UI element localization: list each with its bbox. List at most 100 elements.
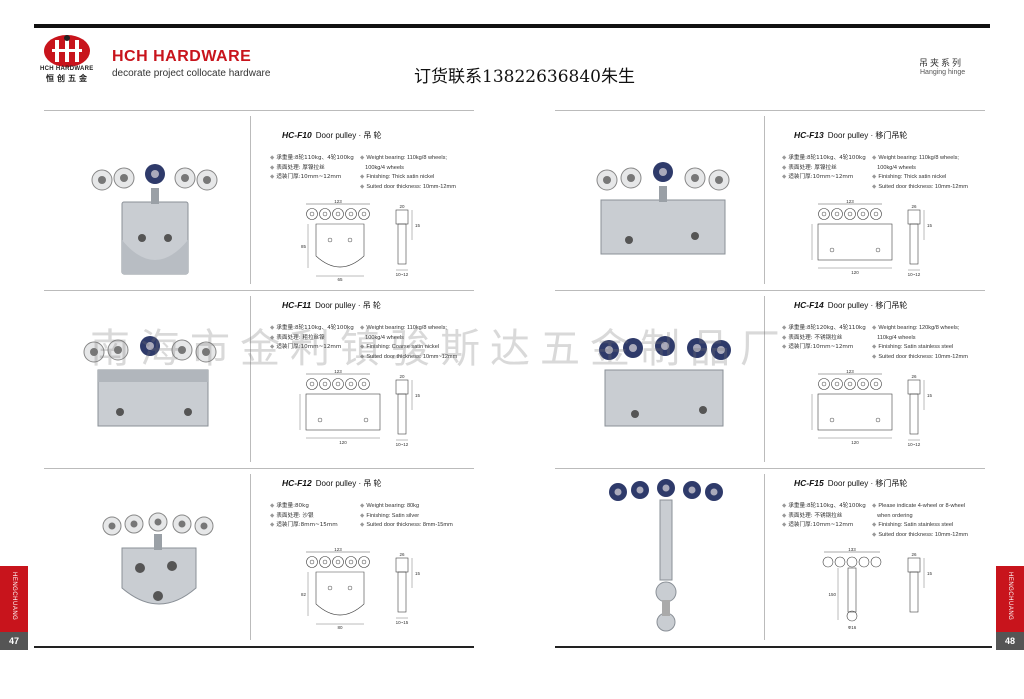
left-side-tab: HENGCHUANG xyxy=(0,566,28,632)
spec-line-cn: ◆表面处理: 厚镍拉丝 xyxy=(782,164,866,174)
dimension-label: 15 xyxy=(415,393,421,398)
spec-list-en: ◆Weight bearing: 120kg/8 wheels; 110kg/4… xyxy=(872,324,968,362)
spec-list-cn: ◆承重量:8轮110kg、4轮100kg◆表面处理: 不锈钢拉丝◆适装门厚:10… xyxy=(782,502,866,531)
spec-line-cn: ◆承重量:80kg xyxy=(270,502,338,512)
bullet-icon: ◆ xyxy=(270,334,275,341)
bullet-icon: ◆ xyxy=(782,512,787,519)
spec-list-en: ◆ Weight bearing: 110kg/8 wheels; 100kg/4… xyxy=(360,324,457,362)
bullet-icon: ◆ xyxy=(270,503,275,509)
bullet-icon xyxy=(872,165,875,171)
bullet-icon: ◆ xyxy=(360,344,365,350)
bullet-icon xyxy=(872,335,875,341)
dimension-label: 10~12 xyxy=(908,272,921,277)
spec-text: 表面处理: 粗拉丝镍 xyxy=(276,334,325,341)
spec-text: Weight bearing: 110kg/8 wheels; xyxy=(366,325,447,331)
technical-drawing: 12326154812010~12 xyxy=(810,200,933,277)
product-code: HC-F14 xyxy=(794,300,824,310)
spec-line-en: ◆Suited door thickness: 10mm-12mm xyxy=(872,353,968,363)
dimension-label: Φ16 xyxy=(848,625,857,630)
top-rule xyxy=(34,24,990,28)
dimension-label: 10~12 xyxy=(908,442,921,447)
right-side-tab: HENGCHUANG xyxy=(996,566,1024,632)
spec-line-cn: ◆表面处理: 不锈钢拉丝 xyxy=(782,334,866,344)
technical-drawing: 12326154812010~12 xyxy=(810,370,933,447)
spec-line-cn: ◆承重量:8轮110kg、4轮100kg xyxy=(782,502,866,512)
spec-line-en: ◆Please indicate 4-wheel or 8-wheel xyxy=(872,502,968,512)
spec-text: Weight bearing: 110kg/8 wheels; xyxy=(366,155,447,161)
spec-line-cn: ◆表面处理: 不锈钢拉丝 xyxy=(782,512,866,522)
dimension-label: 82 xyxy=(301,592,307,597)
bullet-icon: ◆ xyxy=(360,353,365,360)
bullet-icon: ◆ xyxy=(360,174,365,180)
brand-name: HCH HARDWARE xyxy=(112,48,252,65)
spec-text: Weight bearing: 110kg/8 wheels; xyxy=(878,155,959,161)
product-photo-hc-f13 xyxy=(596,162,730,255)
spec-text: 适装门厚:10mm~12mm xyxy=(788,174,854,180)
spec-text: 表面处理: 沙银 xyxy=(276,512,314,519)
bullet-icon xyxy=(360,335,363,341)
spec-list-en: ◆Weight bearing: 110kg/8 wheels; 100kg/4… xyxy=(360,154,456,192)
bullet-icon: ◆ xyxy=(872,174,877,180)
row-divider xyxy=(44,290,474,291)
bullet-icon: ◆ xyxy=(782,522,787,528)
logo-chinese: 恒创五金 xyxy=(46,74,90,83)
spec-line-en: 100kg/4 wheels xyxy=(360,164,456,174)
spec-text: 承重量:8轮110kg、4轮100kg xyxy=(788,155,866,161)
spec-text: 承重量:8轮110kg、4轮100kg xyxy=(276,155,354,161)
bullet-icon: ◆ xyxy=(270,155,275,161)
spec-text: Suited door thickness: 10mm-12mm xyxy=(878,353,968,360)
spec-line-en: ◆Suited door thickness: 10mm-12mm xyxy=(360,183,456,193)
spec-line-en: ◆Suited door thickness: 10mm~12mm xyxy=(360,353,457,363)
spec-text: 承重量:8轮110kg、4轮100kg xyxy=(788,503,866,509)
spec-line-en: ◆Finishing: Thick satin nickel xyxy=(360,173,456,183)
dimension-label: 15 xyxy=(927,223,933,228)
spec-line-cn: ◆适装门厚:10mm~12mm xyxy=(782,173,866,183)
dimension-label: 15 xyxy=(415,571,421,576)
spec-text: 适装门厚:10mm~12mm xyxy=(788,344,854,350)
spec-text: Suited door thickness: 10mm-12mm xyxy=(366,183,456,190)
bullet-icon: ◆ xyxy=(360,522,365,528)
product-name: Door pulley · 吊 轮 xyxy=(315,131,382,140)
logo-subtitle: HCH HARDWARE xyxy=(40,66,94,72)
spec-text: Finishing: Coarse satin nickel xyxy=(366,344,440,350)
product-name: Door pulley · 移门吊轮 xyxy=(827,131,908,140)
spec-text: 110kg/4 wheels xyxy=(877,334,916,341)
dimension-label: 26 xyxy=(911,552,917,557)
dimension-label: 26 xyxy=(911,204,917,209)
dimension-label: 10~12 xyxy=(396,442,409,447)
spec-list-cn: ◆承重量:8轮110kg、4轮100kg◆表面处理: 粗拉丝镍◆适装门厚:10m… xyxy=(270,324,354,353)
dimension-label: 15 xyxy=(927,393,933,398)
bullet-icon: ◆ xyxy=(360,155,365,161)
series-title-en: Hanging hinge xyxy=(920,69,966,76)
left-side-tab-label: HENGCHUANG xyxy=(11,572,17,621)
dimension-label: 123 xyxy=(334,200,342,204)
spec-text: Finishing: Satin stainless steel xyxy=(878,344,954,350)
spec-text: Suited door thickness: 10mm-12mm xyxy=(878,183,968,190)
dimension-label: 85 xyxy=(301,244,307,249)
bullet-icon: ◆ xyxy=(782,503,787,509)
dimension-label: 65 xyxy=(337,277,343,282)
spec-line-en: ◆Finishing: Satin stainless steel xyxy=(872,343,968,353)
spec-text: Finishing: Satin stainless steel xyxy=(878,522,954,528)
spec-text: Finishing: Thick satin nickel xyxy=(878,174,947,180)
spec-line-en: ◆Weight bearing: 120kg/8 wheels; xyxy=(872,324,968,334)
bullet-icon: ◆ xyxy=(872,522,877,528)
spec-text: 承重量:8轮120kg、4轮110kg xyxy=(788,325,866,331)
spec-line-en: ◆Weight bearing: 110kg/8 wheels; xyxy=(872,154,968,164)
spec-text: 适装门厚:10mm~12mm xyxy=(276,344,342,350)
bottom-rule-left xyxy=(34,646,474,648)
spec-text: Weight bearing: 80kg xyxy=(366,503,420,509)
spec-text: Weight bearing: 120kg/8 wheels; xyxy=(878,325,960,331)
product-code: HC-F11 xyxy=(282,300,312,310)
spec-line-en: 100kg/4 wheels xyxy=(360,334,457,344)
spec-text: Please indicate 4-wheel or 8-wheel xyxy=(878,503,966,509)
dimension-label: 26 xyxy=(911,374,917,379)
spec-text: 表面处理: 厚镍拉丝 xyxy=(788,164,837,171)
column-divider xyxy=(764,116,765,284)
